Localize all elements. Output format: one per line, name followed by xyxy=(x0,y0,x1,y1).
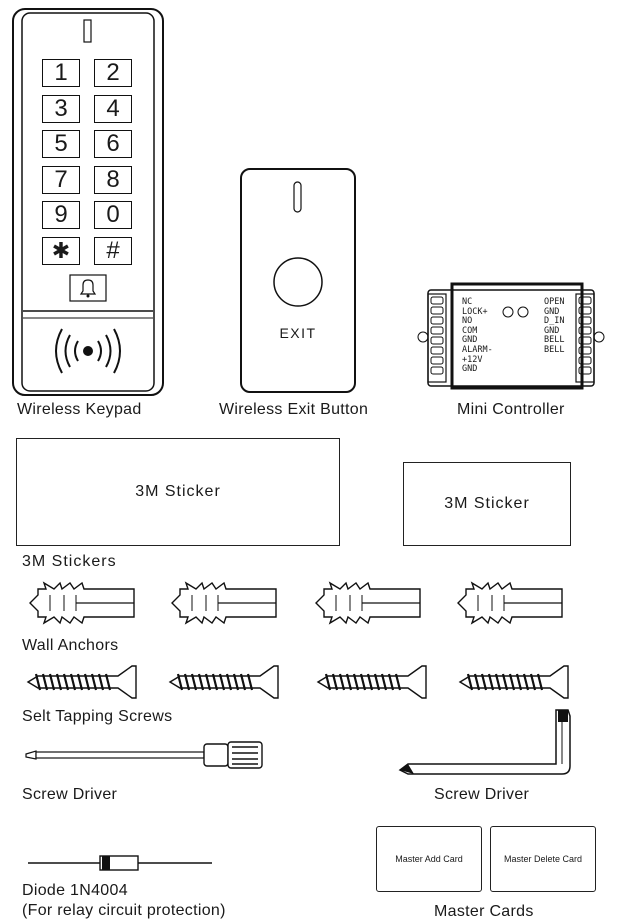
self-tapping-screws xyxy=(26,664,570,700)
wireless-keypad: 1 2 3 4 5 6 7 8 9 0 ✱ # xyxy=(12,8,164,398)
terminal-label: BELL xyxy=(544,335,565,346)
screw xyxy=(168,664,280,700)
master-add-card: Master Add Card xyxy=(376,826,482,892)
key-3[interactable]: 3 xyxy=(42,95,80,123)
screws-caption: Selt Tapping Screws xyxy=(22,708,173,725)
terminal-label: D_IN xyxy=(544,316,565,327)
exit-button-drawing xyxy=(240,168,356,393)
sticker-large: 3M Sticker xyxy=(16,438,340,546)
mini-controller: NC LOCK+ NO COM GND ALARM- +12V GND OPEN… xyxy=(416,282,606,392)
terminal-label: BELL xyxy=(544,344,565,355)
wall-anchor xyxy=(315,582,421,624)
key-4[interactable]: 4 xyxy=(94,95,132,123)
key-0[interactable]: 0 xyxy=(94,201,132,229)
screw xyxy=(316,664,428,700)
key-5[interactable]: 5 xyxy=(42,130,80,158)
screw xyxy=(26,664,138,700)
controller-left-terminals: NC LOCK+ NO COM GND ALARM- +12V GND xyxy=(462,297,493,375)
terminal-label: ALARM- xyxy=(462,344,493,355)
hex-key-caption: Screw Driver xyxy=(434,786,530,803)
keypad-drawing xyxy=(12,8,164,396)
terminal-label: COM xyxy=(462,325,478,336)
controller-drawing xyxy=(417,282,605,390)
diode-caption-2: (For relay circuit protection) xyxy=(22,902,226,919)
controller-right-terminals: OPEN GND D_IN GND BELL BELL xyxy=(544,297,565,356)
terminal-label: NO xyxy=(462,316,473,327)
wireless-exit-button: EXIT xyxy=(240,168,356,394)
key-9[interactable]: 9 xyxy=(42,201,80,229)
key-2[interactable]: 2 xyxy=(94,59,132,87)
anchors-caption: Wall Anchors xyxy=(22,637,119,654)
rfid-icon xyxy=(55,328,121,374)
key-1[interactable]: 1 xyxy=(42,59,80,87)
diode-caption-1: Diode 1N4004 xyxy=(22,882,128,899)
exit-button-caption: Wireless Exit Button xyxy=(219,401,369,418)
controller-caption: Mini Controller xyxy=(457,401,565,418)
key-8[interactable]: 8 xyxy=(94,166,132,194)
screwdriver-caption: Screw Driver xyxy=(22,786,118,803)
key-hash[interactable]: # xyxy=(94,237,132,265)
sticker-small: 3M Sticker xyxy=(403,462,571,546)
screw xyxy=(458,664,570,700)
wall-anchor xyxy=(457,582,563,624)
terminal-label: LOCK+ xyxy=(462,306,488,317)
terminal-label: NC xyxy=(462,297,473,307)
exit-label: EXIT xyxy=(279,325,317,341)
master-delete-card-label: Master Delete Card xyxy=(503,854,583,864)
sticker-small-label: 3M Sticker xyxy=(444,495,530,512)
terminal-label: GND xyxy=(462,364,478,375)
bell-icon xyxy=(79,279,97,298)
hex-key xyxy=(398,709,571,775)
master-add-card-label: Master Add Card xyxy=(395,854,463,864)
master-delete-card: Master Delete Card xyxy=(490,826,596,892)
keypad-caption: Wireless Keypad xyxy=(17,401,142,418)
terminal-label: GND xyxy=(544,306,560,317)
key-6[interactable]: 6 xyxy=(94,130,132,158)
diode xyxy=(28,855,212,871)
terminal-label: GND xyxy=(462,335,478,346)
screwdriver xyxy=(25,741,263,769)
terminal-label: OPEN xyxy=(544,297,565,307)
stickers-caption: 3M Stickers xyxy=(22,553,117,570)
key-star[interactable]: ✱ xyxy=(42,237,80,265)
terminal-label: +12V xyxy=(462,354,483,365)
wall-anchor xyxy=(29,582,135,624)
terminal-label: GND xyxy=(544,325,560,336)
key-7[interactable]: 7 xyxy=(42,166,80,194)
wall-anchor xyxy=(171,582,277,624)
cards-caption: Master Cards xyxy=(434,903,534,920)
wall-anchors xyxy=(29,582,563,624)
sticker-large-label: 3M Sticker xyxy=(135,483,221,500)
